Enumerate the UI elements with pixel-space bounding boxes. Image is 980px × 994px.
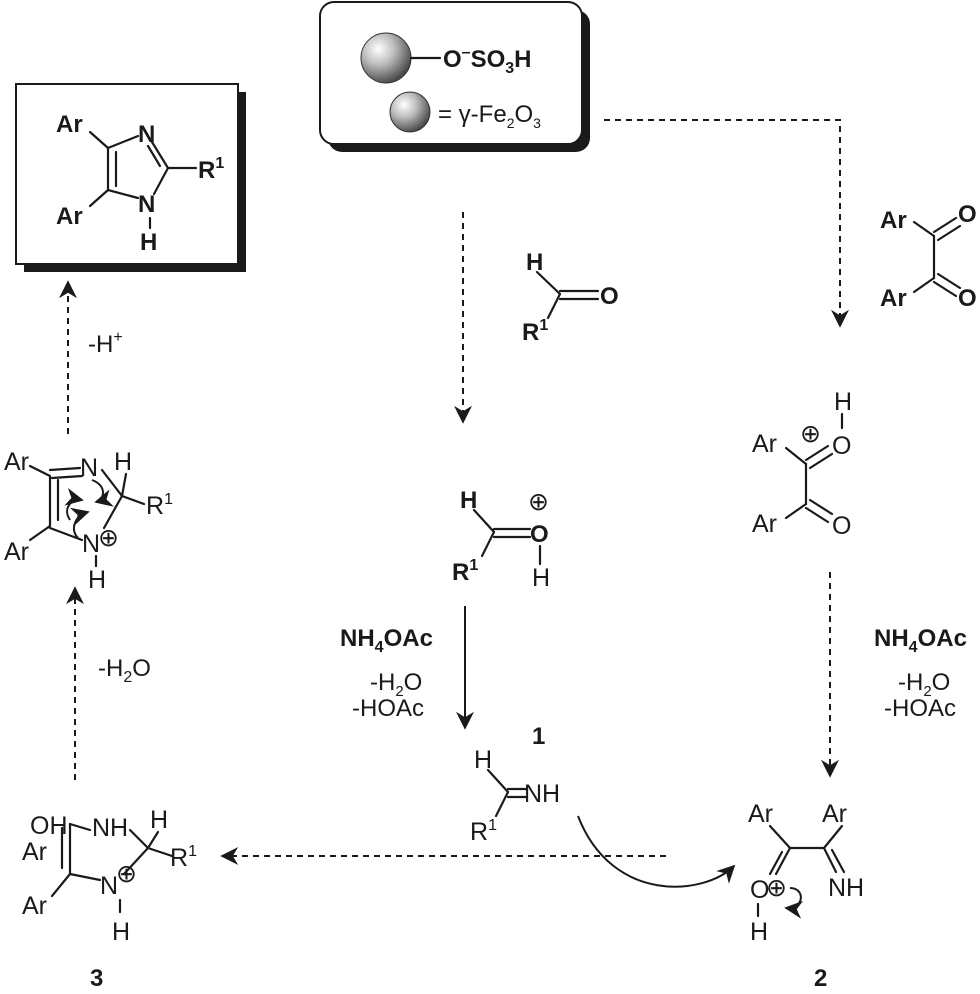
pdk-o-top: O [832,432,851,460]
catalyst-o: O [443,46,462,73]
pald-r: R [452,559,469,586]
reaction-arrows [59,119,849,888]
legend-text: = γ-Fe [438,101,507,128]
product-n1: N [138,191,155,218]
product-ar-bottom: Ar [56,203,83,230]
int2-ar-left: Ar [748,800,773,828]
int3-nh: NH [92,814,128,842]
pim-n-top: N [80,454,98,482]
pim-n-bottom: N [82,530,100,558]
cond-hoac-center: -HOAc [352,695,424,722]
svg-text:-H2O: -H2O [370,669,422,700]
catalyst-box: O–SO3H = γ-Fe2O3 [319,1,590,152]
svg-text:= γ-Fe2O3: = γ-Fe2O3 [438,101,541,131]
pim-plus: ⊕ [98,524,119,552]
int3-oh: OH [30,812,68,840]
svg-text:-H+: -H+ [88,329,123,358]
cond-nh4oac-center: NH [340,625,375,652]
svg-text:-H2O: -H2O [898,669,950,700]
intermediate-3: OH Ar Ar NH H N ⊕ H R1 [22,806,197,946]
legend-sphere-icon [389,91,431,133]
int3-r: R [170,844,188,872]
cond-h2o-right: -H [898,669,923,696]
diketone-o-bottom: O [958,285,977,312]
pald-plus: ⊕ [528,488,549,516]
product-r: R [198,157,215,184]
int2-o: O [750,876,769,904]
pald-o: O [530,521,549,548]
int2-plus: ⊕ [766,874,787,902]
protonated-aldehyde: H O ⊕ H R1 [452,487,550,592]
svg-text:R1: R1 [170,843,197,872]
label-compound-3: 3 [90,965,103,992]
svg-text:R1: R1 [470,817,497,846]
svg-text:R1: R1 [146,491,173,520]
protonated-imidazoline: Ar Ar N H N ⊕ H R1 [4,448,173,594]
svg-text:R1: R1 [452,557,478,586]
cond-nh4oac-right: NH [874,625,909,652]
catalyst-so-sub: 3 [505,60,514,77]
imine-r: R [470,818,488,846]
pdk-plus: ⊕ [800,420,821,448]
diketone-ar-bottom: Ar [880,285,907,312]
aldehyde-h: H [526,249,543,276]
pim-h-top: H [114,448,132,476]
imine-h: H [474,746,492,774]
int3-ch-h: H [150,806,168,834]
svg-text:NH4OAc: NH4OAc [340,625,433,656]
compound-labels: 1 2 3 [90,723,827,992]
product-nh-h: H [140,229,157,256]
pald-oh-h: H [532,564,550,592]
pdk-o-bottom: O [832,512,851,540]
pdk-h: H [834,388,852,416]
diketone-o-top: O [958,201,977,228]
int3-n: N [100,872,118,900]
int2-ar-right: Ar [822,800,847,828]
intermediate-2: Ar Ar O ⊕ H NH [748,800,864,946]
pim-ar-top: Ar [4,448,29,476]
svg-text:NH4OAc: NH4OAc [874,625,967,656]
product-box: Ar Ar N N H R1 [15,83,246,272]
pim-ar-bottom: Ar [4,538,29,566]
pald-h: H [460,487,477,514]
label-compound-2: 2 [814,965,827,992]
catalyst-minus: – [462,44,471,61]
int2-h: H [750,918,768,946]
svg-text:R1: R1 [198,155,224,184]
diketone-ar-top: Ar [880,207,907,234]
aldehyde-o: O [600,283,619,310]
int3-ar-bottom: Ar [22,892,47,920]
int3-plus: ⊕ [116,860,137,888]
label-compound-1: 1 [532,723,545,750]
pim-r: R [146,492,164,520]
diketone: Ar Ar O O [880,201,977,312]
aldehyde-r: R [522,319,539,346]
svg-text:R1: R1 [522,317,548,346]
product-ar-top: Ar [56,111,83,138]
int3-ar-top: Ar [22,838,47,866]
pdk-ar-bottom: Ar [752,510,777,538]
catalyst-so: SO [471,46,506,73]
pdk-ar-top: Ar [752,430,777,458]
aldehyde: H O R1 [522,249,619,346]
svg-text:-H2O: -H2O [98,655,151,686]
cond-minus-h: -H [88,331,113,358]
nanoparticle-sphere-icon [360,32,412,84]
reaction-conditions: -H+ -H2O NH4OAc -H2O -HOAc NH4OAc -H2O -… [88,329,967,722]
int3-nh-h: H [112,918,130,946]
protonated-diketone: Ar Ar O O H ⊕ [752,388,852,540]
imine-nh: NH [524,780,560,808]
int2-nh: NH [828,874,864,902]
product-n3: N [138,121,155,148]
pim-nh-h: H [88,566,106,594]
svg-text:O–SO3H: O–SO3H [443,44,532,77]
cond-hoac-right: -HOAc [884,695,956,722]
catalyst-h: H [514,46,531,73]
cond-h2o-center: -H [370,669,395,696]
imine-1: H NH R1 [470,746,560,846]
cond-minus-h2o-left: -H [98,655,123,682]
